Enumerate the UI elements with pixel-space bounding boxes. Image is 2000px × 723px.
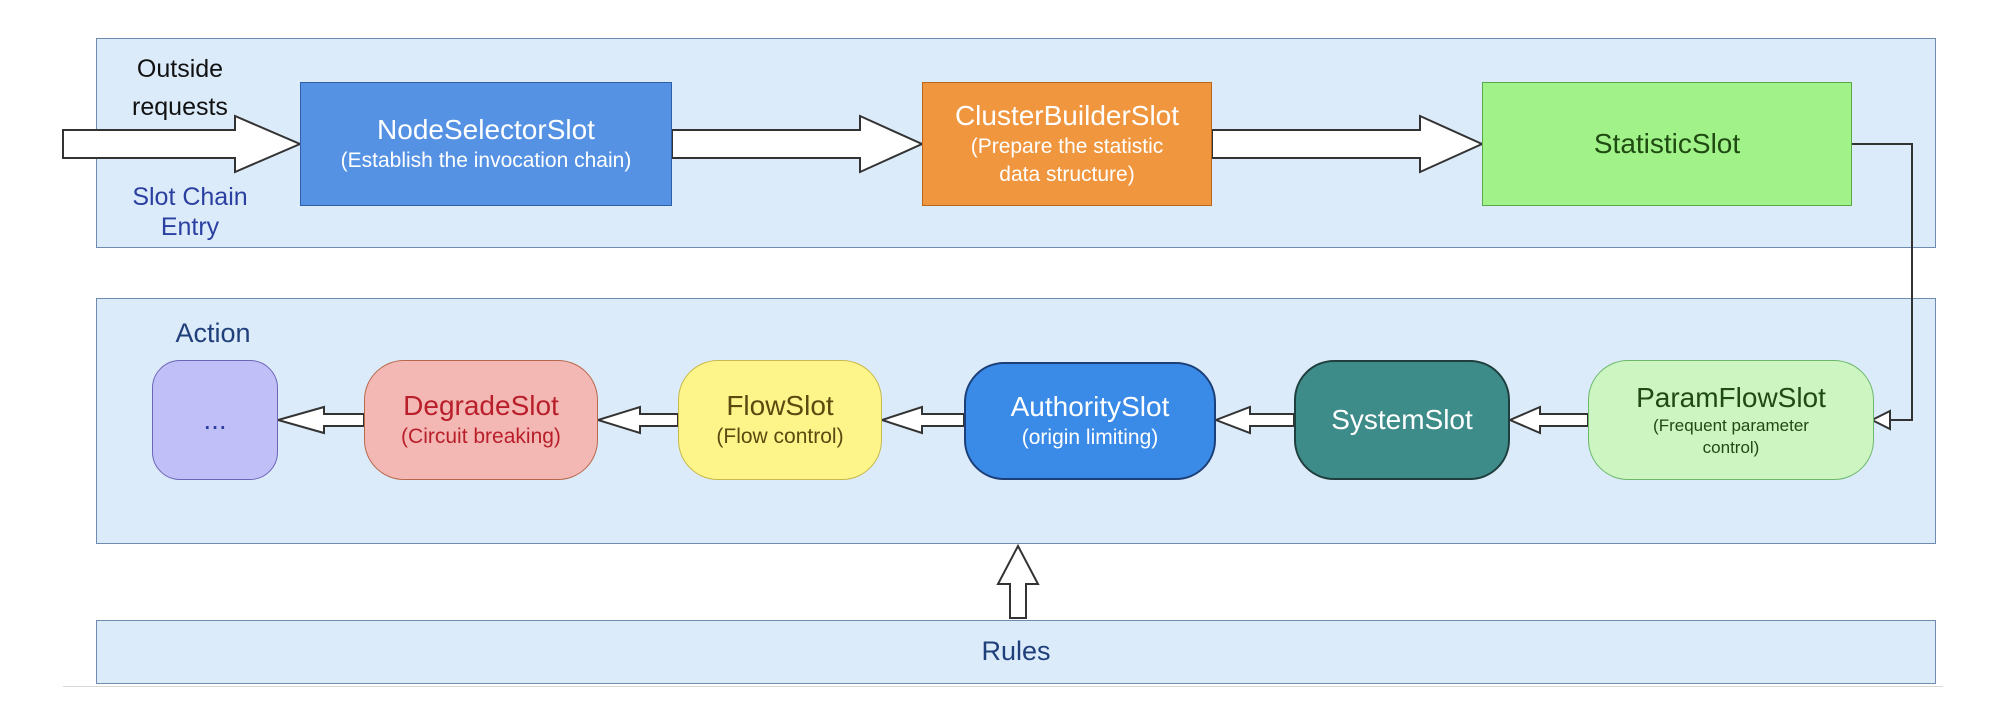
degrade-subtitle: (Circuit breaking) bbox=[401, 425, 561, 448]
degrade-title: DegradeSlot bbox=[403, 390, 559, 421]
arrow-paramflow-to-system bbox=[1507, 405, 1589, 435]
arrow-authority-to-flow bbox=[878, 405, 965, 435]
flow-subtitle: (Flow control) bbox=[716, 425, 844, 448]
arrow-degrade-to-action bbox=[274, 405, 365, 435]
cluster-builder-subtitle-1: (Prepare the statistic bbox=[970, 135, 1164, 158]
arrow-system-to-authority bbox=[1213, 405, 1295, 435]
authority-slot: AuthoritySlot (origin limiting) bbox=[964, 362, 1216, 480]
param-flow-subtitle-1: (Frequent parameter bbox=[1653, 416, 1809, 435]
param-flow-slot: ParamFlowSlot (Frequent parameter contro… bbox=[1588, 360, 1874, 480]
degrade-slot: DegradeSlot (Circuit breaking) bbox=[364, 360, 598, 480]
authority-title: AuthoritySlot bbox=[1010, 391, 1170, 422]
action-label: Action bbox=[175, 318, 251, 348]
rules-label: Rules bbox=[981, 636, 1051, 666]
authority-subtitle: (origin limiting) bbox=[1021, 426, 1159, 449]
flow-slot: FlowSlot (Flow control) bbox=[678, 360, 882, 480]
flow-title: FlowSlot bbox=[726, 390, 834, 421]
param-flow-title: ParamFlowSlot bbox=[1636, 382, 1826, 413]
slot-chain-entry-label: Slot Chain Entry bbox=[132, 183, 248, 241]
arrow-rules-to-chain bbox=[996, 543, 1040, 619]
cluster-builder-slot: ClusterBuilderSlot (Prepare the statisti… bbox=[922, 82, 1212, 206]
system-slot: SystemSlot bbox=[1294, 360, 1510, 480]
outside-request-arrow bbox=[62, 114, 303, 174]
action-ellipsis-text: ... bbox=[203, 404, 227, 435]
arrow-cluster-to-statistic bbox=[1211, 114, 1485, 174]
arrow-statistic-to-paramflow bbox=[1852, 143, 1913, 421]
arrow-node-to-cluster bbox=[671, 114, 925, 174]
cluster-builder-subtitle-2: data structure) bbox=[999, 163, 1135, 186]
node-selector-slot: NodeSelectorSlot (Establish the invocati… bbox=[300, 82, 672, 206]
cluster-builder-title: ClusterBuilderSlot bbox=[954, 100, 1180, 131]
rules-panel bbox=[96, 620, 1936, 684]
action-ellipsis-slot: ... bbox=[152, 360, 278, 480]
statistic-title: StatisticSlot bbox=[1593, 128, 1741, 159]
outside-requests-label: Outside requests bbox=[132, 55, 228, 121]
system-title: SystemSlot bbox=[1331, 404, 1473, 435]
node-selector-title: NodeSelectorSlot bbox=[377, 114, 595, 145]
param-flow-subtitle-2: control) bbox=[1702, 438, 1760, 457]
node-selector-subtitle: (Establish the invocation chain) bbox=[340, 149, 632, 172]
statistic-slot: StatisticSlot bbox=[1482, 82, 1852, 206]
bottom-baseline bbox=[63, 686, 1943, 687]
arrow-flow-to-degrade bbox=[594, 405, 679, 435]
